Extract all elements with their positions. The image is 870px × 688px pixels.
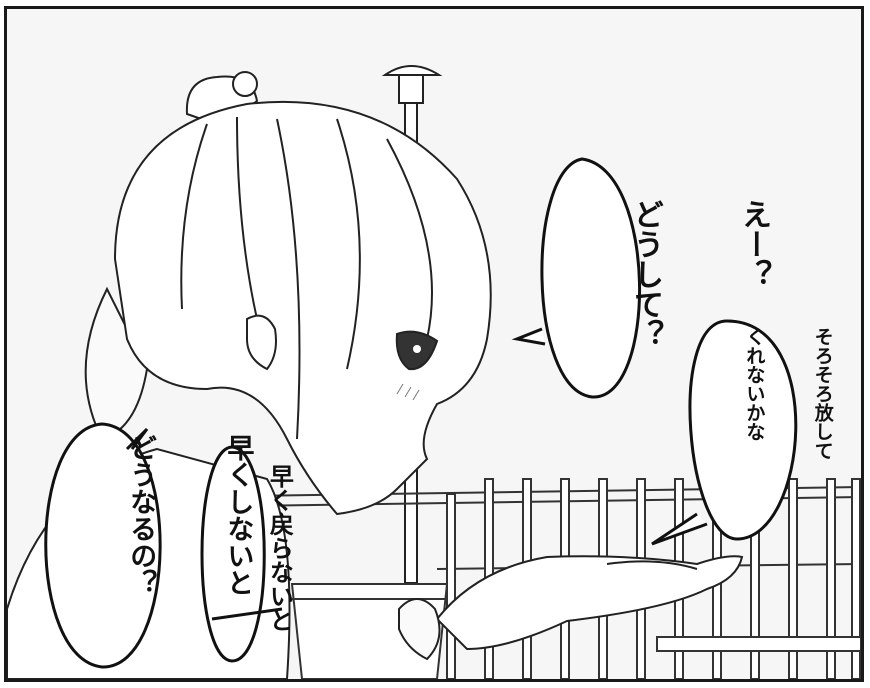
speech-bubble-center-left: 早く戻らないと <box>207 464 351 664</box>
speech-line: どうなるの？ <box>125 434 157 596</box>
manga-scene <box>7 65 861 679</box>
speech-line: そろそろ放して <box>811 327 834 460</box>
speech-bubble-right: ね ねぇ そろそろ放して くれないかな <box>697 327 861 527</box>
comic-panel: えー？ どうして？ ね ねぇ そろそろ放して くれないかな 早く戻らないと 早く… <box>4 6 864 682</box>
bubble-top-center <box>511 157 641 399</box>
speech-line: くれないかな <box>743 327 766 441</box>
speech-line: えー？ <box>736 199 771 289</box>
speech-bubble-shapes <box>44 157 798 669</box>
speech-bubble-top-center: えー？ どうして？ <box>555 199 843 409</box>
speech-bubble-far-left: 早くしないと どうなるの？ <box>59 434 318 659</box>
speech-line: どうして？ <box>628 199 663 349</box>
bubble-center-left <box>200 445 283 663</box>
bubble-far-left <box>44 422 162 669</box>
bubble-right <box>651 319 798 546</box>
speech-line: 早く戻らないと <box>265 464 294 632</box>
speech-line: 早くしないと <box>222 434 254 596</box>
